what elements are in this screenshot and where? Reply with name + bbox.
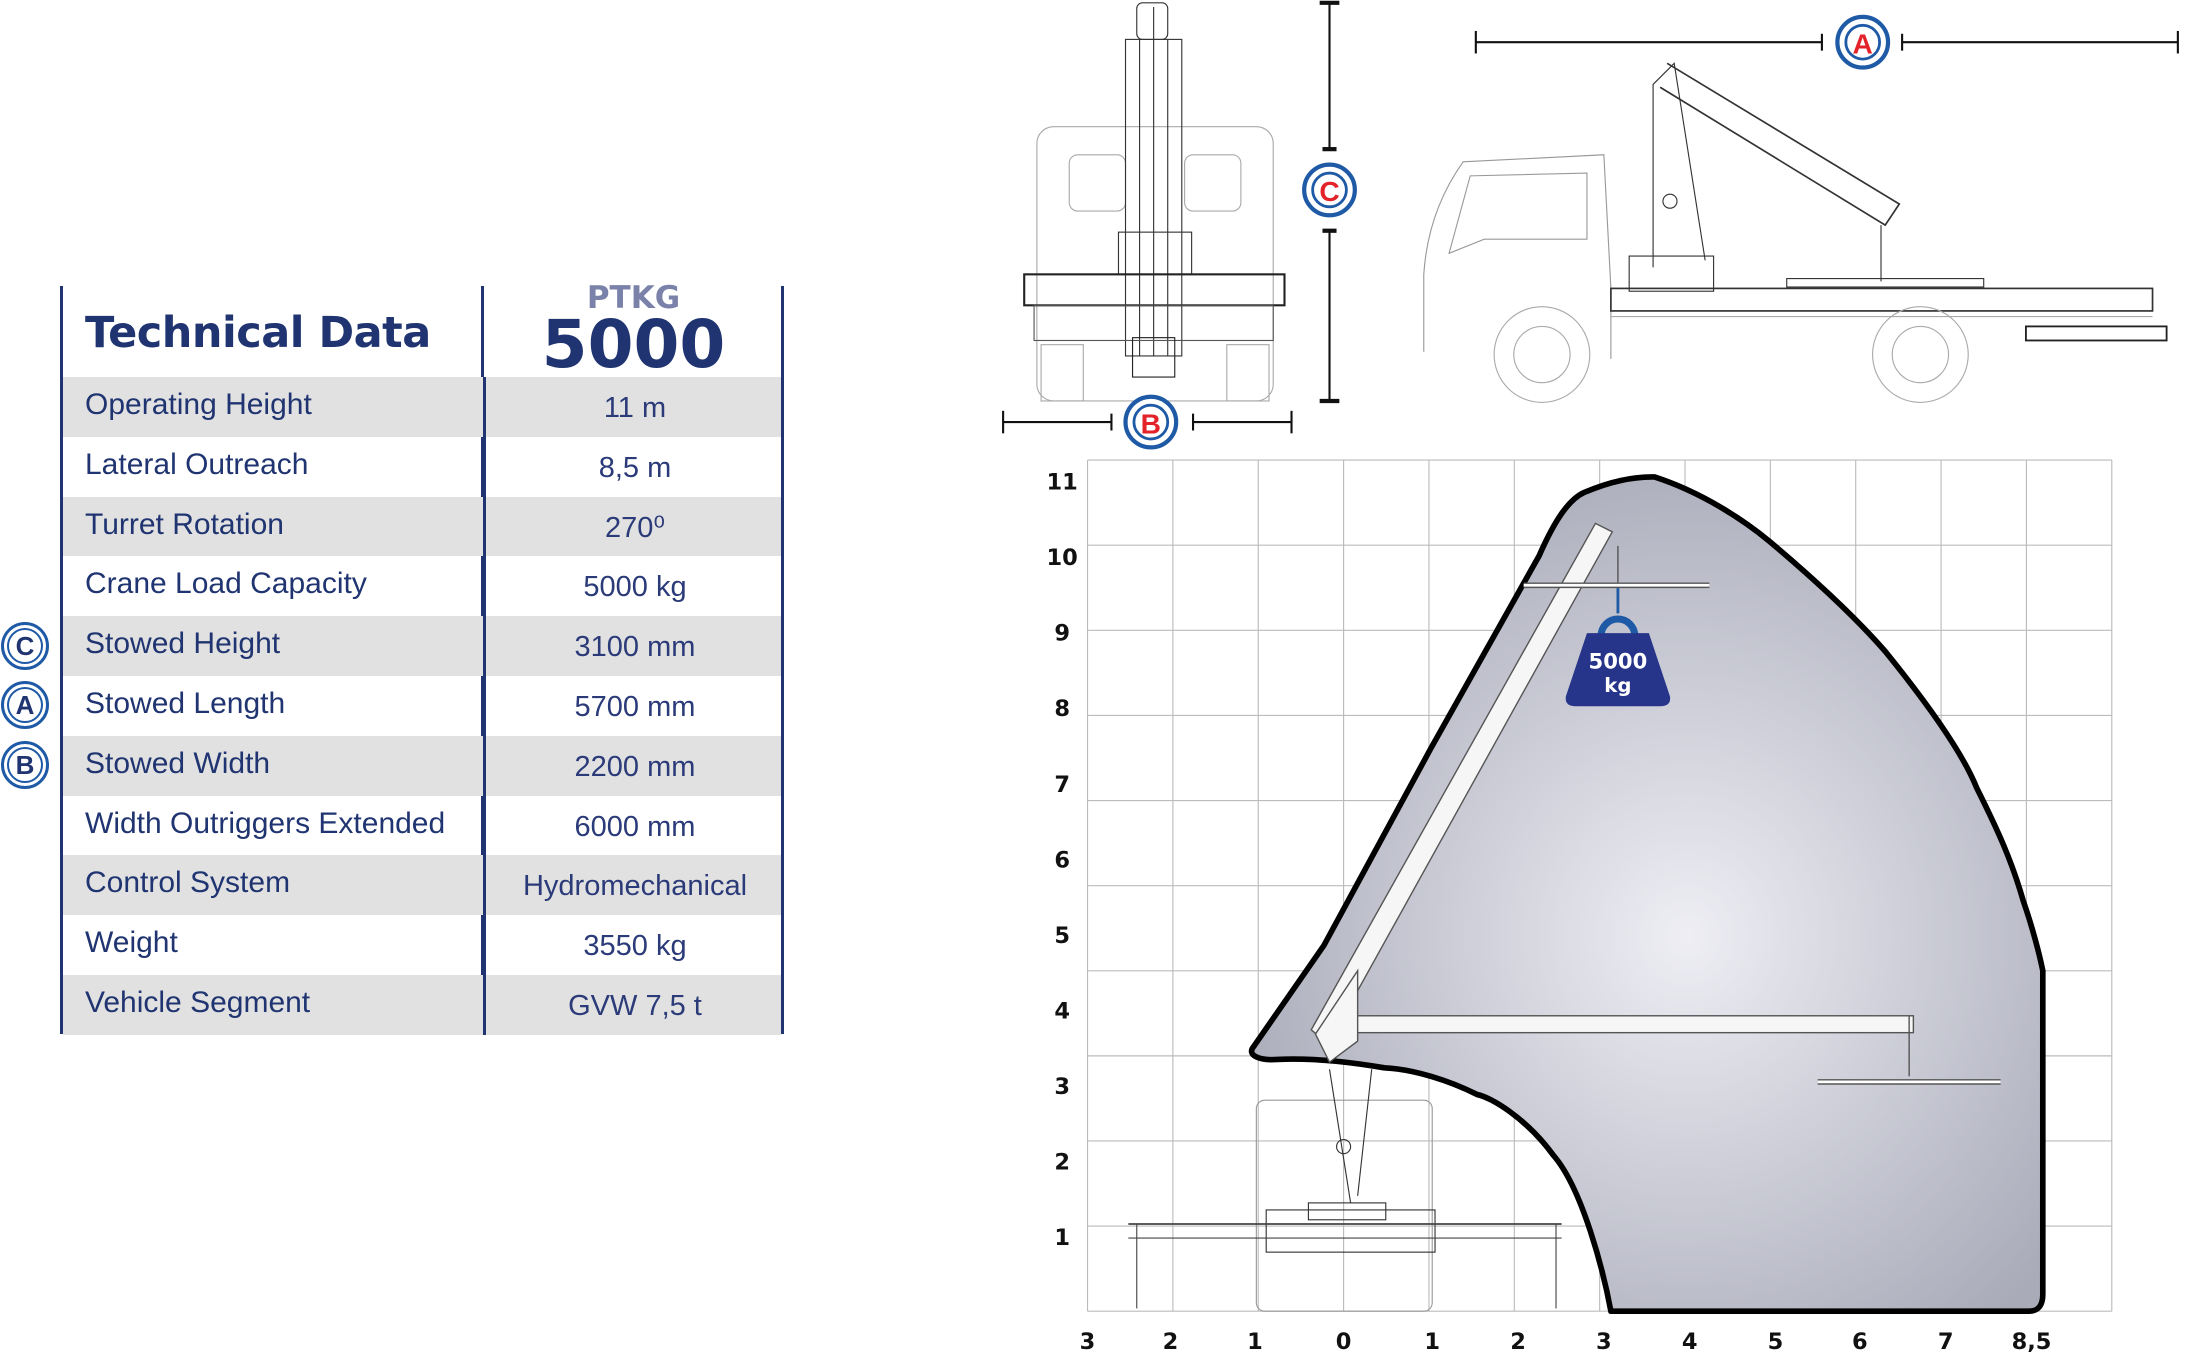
x-axis-label: 1 [1424, 1329, 1440, 1354]
truck-front-view [1023, 2, 1286, 402]
row-label: Lateral Outreach [85, 447, 309, 481]
row-value: 11 m [603, 392, 667, 424]
technical-data-table: Technical Data PTKG 5000 Operating Heigh… [60, 280, 784, 1035]
row-label: Stowed Width [85, 746, 271, 780]
x-axis-label: 8,5 [2012, 1329, 2052, 1354]
truck-side-view [1423, 62, 2168, 403]
column-divider [483, 735, 486, 796]
column-divider [483, 616, 486, 676]
row-value: GVW 7,5 t [568, 990, 702, 1022]
row-value: 5700 mm [574, 691, 696, 723]
row-value: 3550 kg [583, 930, 687, 963]
marker-c-red-icon: C [1302, 162, 1357, 218]
model-number: 5000 [541, 306, 726, 383]
row-label: Crane Load Capacity [85, 567, 367, 601]
x-axis-label: 4 [1682, 1329, 1698, 1354]
row-label: Stowed Height [85, 627, 281, 661]
y-axis-label: 8 [1054, 696, 1070, 722]
dimension-c [1319, 0, 1340, 404]
row-label: Vehicle Segment [85, 986, 311, 1019]
x-axis-label: 1 [1247, 1329, 1263, 1354]
table-row: Width Outriggers Extended 6000 mm [63, 795, 781, 856]
table-row: Lateral Outreach 8,5 m [63, 436, 781, 497]
y-axis-label: 9 [1054, 621, 1070, 647]
x-axis-label: 5 [1768, 1329, 1784, 1354]
column-divider [483, 855, 486, 916]
table-row: Stowed Length 5700 mm [63, 676, 781, 736]
column-divider [483, 915, 486, 975]
column-divider [483, 496, 486, 557]
y-axis-label: 10 [1047, 545, 1078, 571]
marker-c-icon: C [1, 622, 49, 670]
row-value: 6000 mm [574, 810, 696, 843]
model-prefix: PTKG [586, 280, 681, 316]
marker-a-icon: A [1, 681, 49, 729]
x-axis-label: 7 [1938, 1329, 1954, 1354]
column-divider [483, 795, 486, 856]
table-row: Stowed Height 3100 mm [63, 616, 781, 676]
row-label: Operating Height [85, 388, 312, 421]
x-axis-label: 2 [1163, 1329, 1179, 1354]
load-unit: kg [1604, 674, 1631, 697]
table-row: Weight 3550 kg [63, 915, 781, 975]
table-border-left [60, 286, 63, 1034]
dimension-b [1002, 410, 1293, 434]
table-row: Operating Height 11 m [63, 377, 781, 437]
y-axis-label: 3 [1054, 1074, 1070, 1100]
column-divider [483, 676, 486, 736]
crane-boom-horizontal [1314, 968, 2001, 1085]
row-value: 5000 kg [583, 571, 687, 604]
y-axis-label: 7 [1054, 772, 1070, 798]
table-row: Vehicle Segment GVW 7,5 t [63, 975, 781, 1035]
load-weight-icon: 5000 kg [1565, 588, 1671, 707]
dimension-a [1474, 30, 2179, 54]
table-row: Crane Load Capacity 5000 kg [63, 556, 781, 617]
x-axis-label: 3 [1596, 1329, 1612, 1354]
table-row: Control System Hydromechanical [63, 855, 781, 916]
row-label: Width Outriggers Extended [85, 806, 446, 840]
svg-text:A: A [1853, 28, 1873, 59]
column-divider [483, 556, 486, 617]
table-row: Turret Rotation 270⁰ [63, 496, 781, 557]
y-axis-label: 6 [1054, 847, 1070, 873]
column-divider [483, 436, 486, 497]
marker-a-red-icon: A [1835, 14, 1891, 70]
column-divider [483, 975, 486, 1035]
y-axis-label: 4 [1054, 998, 1070, 1024]
row-value: 3100 mm [574, 631, 696, 664]
row-value: 8,5 m [598, 451, 672, 484]
row-label: Weight [85, 926, 178, 960]
column-divider [483, 377, 486, 437]
y-axis-label: 1 [1054, 1225, 1070, 1251]
marker-b-icon: B [1, 741, 49, 789]
y-axis-label: 11 [1047, 470, 1078, 496]
x-axis-label: 3 [1080, 1329, 1096, 1354]
svg-text:C: C [1319, 176, 1339, 207]
table-row: Stowed Width 2200 mm [63, 735, 781, 796]
svg-text:B: B [1141, 408, 1161, 439]
load-value: 5000 [1589, 648, 1648, 673]
truck-rear-in-chart [1128, 1069, 1562, 1312]
table-title: Technical Data [85, 308, 431, 358]
x-axis-label: 2 [1510, 1329, 1526, 1354]
row-label: Stowed Length [85, 687, 286, 720]
y-axis-label: 5 [1054, 923, 1070, 949]
row-label: Control System [85, 866, 291, 900]
row-value: 270⁰ [604, 511, 665, 544]
x-axis-label: 0 [1336, 1329, 1352, 1354]
y-axis-label: 2 [1054, 1150, 1070, 1176]
table-border-right [781, 286, 784, 1034]
working-envelope [1248, 474, 2046, 1315]
row-value: Hydromechanical [522, 870, 748, 903]
x-axis-label: 6 [1852, 1329, 1868, 1354]
marker-b-red-icon: B [1123, 394, 1179, 450]
row-label: Turret Rotation [85, 507, 284, 541]
row-value: 2200 mm [574, 750, 696, 783]
